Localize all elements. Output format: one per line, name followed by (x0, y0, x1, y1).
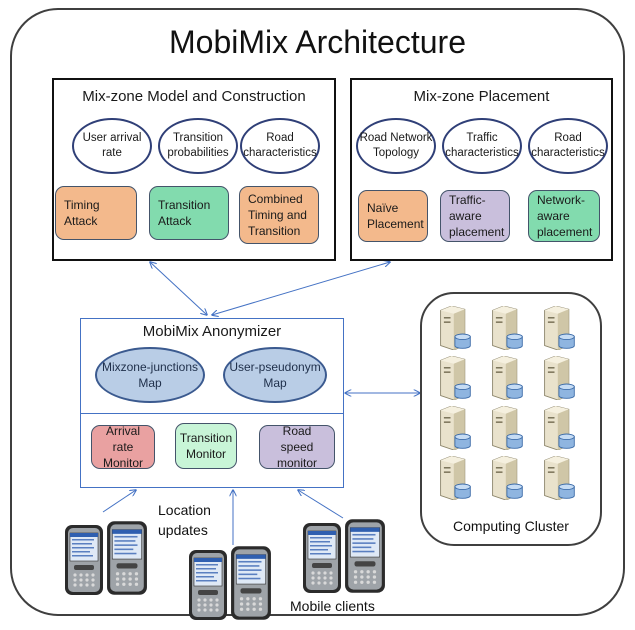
box-naive-placement: Naïve Placement (358, 190, 428, 242)
server-icon (544, 406, 575, 450)
server-icon (492, 306, 523, 350)
user-pseudonym-map: User-pseudonym Map (223, 347, 327, 403)
server-icon (440, 406, 471, 450)
mixzone-junctions-map: Mixzone-junctions Map (95, 347, 205, 403)
box-timing-attack: Timing Attack (55, 186, 137, 240)
server-icon (492, 356, 523, 400)
box-transition-attack: Transition Attack (149, 186, 229, 240)
phone-group-left (64, 520, 154, 605)
placement-panel-title: Mix-zone Placement (413, 88, 550, 105)
ellipse-road-characteristics-placement: Road characteristics (528, 118, 608, 174)
anonymizer-divider (81, 413, 343, 414)
server-icon (544, 306, 575, 350)
arrow-model-anonymizer (150, 262, 207, 315)
phone-group-right (302, 518, 392, 603)
smartphone-icon (188, 545, 278, 625)
box-traffic-aware-placement: Traffic-aware placement (440, 190, 510, 242)
server-icon (492, 406, 523, 450)
server-icon (544, 456, 575, 500)
ellipse-road-characteristics: Road characteristics (240, 118, 320, 174)
box-combined-timing-transition: Combined Timing and Transition (239, 186, 319, 244)
ellipse-road-network-topology: Road Network Topology (356, 118, 436, 174)
mobimix-anonymizer: MobiMix Anonymizer Mixzone-junctions Map… (80, 318, 344, 488)
server-icon (544, 356, 575, 400)
smartphone-icon (64, 520, 154, 600)
road-speed-monitor: Road speed monitor (259, 424, 335, 470)
cluster-label: Computing Cluster (453, 518, 569, 534)
ellipse-user-arrival-rate: User arrival rate (72, 118, 152, 174)
mixzone-placement-panel: Mix-zone Placement Road Network Topology… (350, 78, 613, 261)
ellipse-traffic-characteristics: Traffic characteristics (442, 118, 522, 174)
server-icon (440, 306, 471, 350)
phone-group-center (188, 545, 278, 630)
server-icon (440, 356, 471, 400)
transition-monitor: Transition Monitor (175, 423, 237, 469)
ellipse-transition-probabilities: Transition probabilities (158, 118, 238, 174)
diagram-title: MobiMix Architecture (169, 24, 466, 60)
server-grid (422, 294, 604, 504)
outer-frame (10, 8, 625, 616)
box-network-aware-placement: Network-aware placement (528, 190, 600, 242)
computing-cluster: Computing Cluster (420, 292, 602, 546)
arrow-phones-left (102, 490, 136, 513)
arrow-placement-anonymizer (212, 262, 390, 315)
server-icon (492, 456, 523, 500)
mobile-clients-label: Mobile clients (290, 598, 375, 614)
location-updates-label: Location updates (158, 502, 211, 538)
arrival-rate-monitor: Arrival rate Monitor (91, 424, 155, 470)
arrow-phones-right (298, 490, 344, 519)
server-icon (440, 456, 471, 500)
mixzone-model-panel: Mix-zone Model and Construction User arr… (52, 78, 336, 261)
model-panel-title: Mix-zone Model and Construction (82, 88, 306, 105)
smartphone-icon (302, 518, 392, 598)
anonymizer-title: MobiMix Anonymizer (142, 323, 282, 340)
